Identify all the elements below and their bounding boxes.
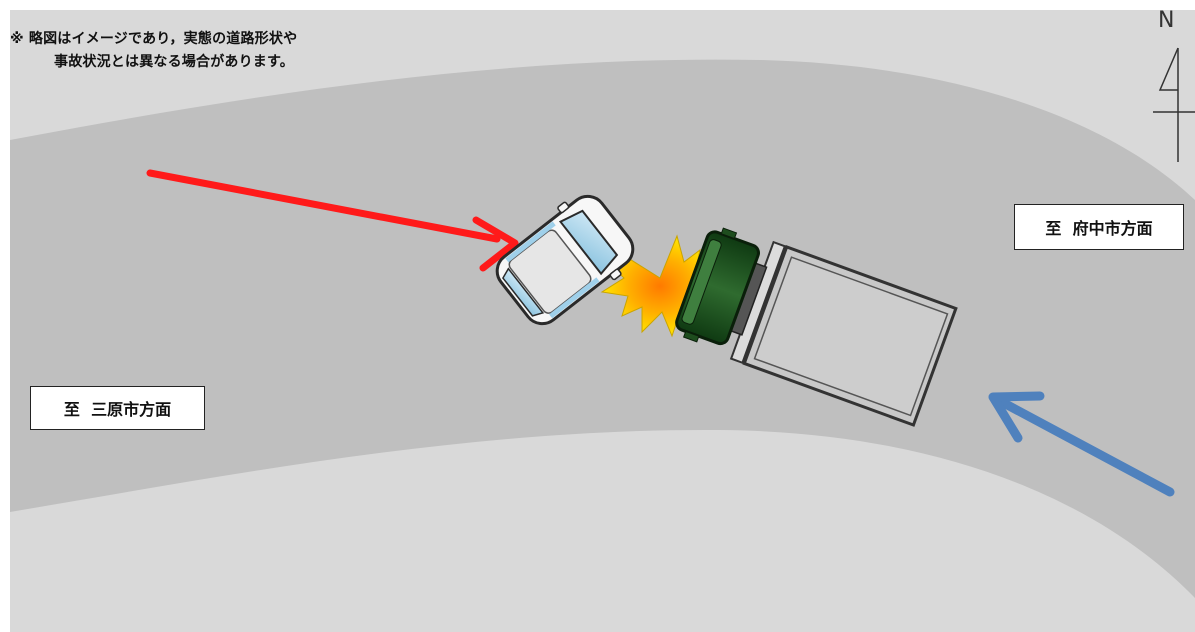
disclaimer-line-1: ※ 略図はイメージであり，実態の道路形状や: [10, 31, 297, 47]
disclaimer-note: ※ 略図はイメージであり，実態の道路形状や 事故状況とは異なる場合があります。: [10, 28, 297, 74]
direction-label-fuchu: 至 府中市方面: [1014, 204, 1184, 250]
disclaimer-line-2: 事故状況とは異なる場合があります。: [10, 51, 297, 74]
north-label: N: [1158, 8, 1174, 33]
direction-label-mihara: 至 三原市方面: [30, 386, 205, 430]
